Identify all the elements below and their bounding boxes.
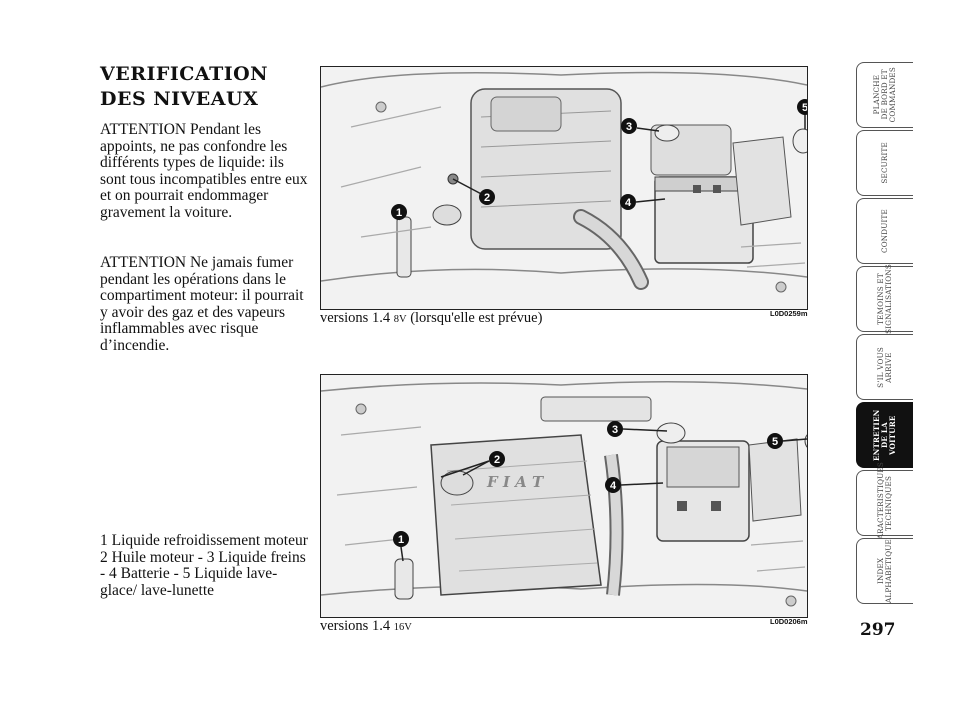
callout-3: 3 xyxy=(607,421,623,437)
svg-text:4: 4 xyxy=(610,480,617,492)
callout-5: 5 xyxy=(767,433,783,449)
warning-smoking: ATTENTION Ne jamais fumer pendant les op… xyxy=(100,254,304,354)
tab-index[interactable]: INDEX ALPHABETIQUE xyxy=(856,538,913,604)
figure-code-8v: L0D0259m xyxy=(770,309,808,318)
figure-caption-8v: versions 1.4 8V (lorsqu'elle est prévue) xyxy=(320,310,543,326)
svg-text:1: 1 xyxy=(396,207,402,219)
engine-drawing-8v: 1 2 3 4 5 xyxy=(321,67,807,309)
figure-code-16v: L0D0206m xyxy=(770,617,808,626)
svg-text:4: 4 xyxy=(625,197,632,209)
callout-1: 1 xyxy=(391,204,407,220)
callout-4: 4 xyxy=(605,477,621,493)
legend-text: 1 Liquide refroidissement moteur 2 Huile… xyxy=(100,532,308,599)
svg-text:1: 1 xyxy=(398,534,404,546)
svg-text:3: 3 xyxy=(626,121,632,133)
engine-logo: F I A T xyxy=(486,473,545,491)
callout-2: 2 xyxy=(479,189,495,205)
callout-5: 5 xyxy=(797,99,807,115)
svg-text:2: 2 xyxy=(484,192,490,204)
svg-text:5: 5 xyxy=(802,102,807,114)
svg-text:3: 3 xyxy=(612,424,618,436)
tab-temoins[interactable]: TEMOINS ET SIGNALISATIONS xyxy=(856,264,913,334)
tab-entretien[interactable]: ENTRETIEN DE LA VOITURE xyxy=(856,402,913,468)
tab-conduite[interactable]: CONDUITE xyxy=(856,198,913,264)
engine-drawing-16v: F I A T 1 2 3 4 5 xyxy=(321,375,807,617)
callout-3: 3 xyxy=(621,118,637,134)
title-line-1: VERIFICATION xyxy=(100,63,269,85)
tab-caracteristiques[interactable]: CARACTERISTIQUES TECHNIQUES xyxy=(856,462,913,544)
engine-figure-8v: 1 2 3 4 5 xyxy=(320,66,808,310)
warning-fluids: ATTENTION Pendant les appoints, ne pas c… xyxy=(100,121,308,221)
svg-text:2: 2 xyxy=(494,454,500,466)
tab-securite[interactable]: SECURITE xyxy=(856,130,913,196)
callout-1: 1 xyxy=(393,531,409,547)
title-line-2: DES NIVEAUX xyxy=(100,88,259,110)
tab-sil-vous-arrive[interactable]: S’IL VOUS ARRIVE xyxy=(856,334,913,400)
svg-text:5: 5 xyxy=(772,436,778,448)
figure-caption-16v: versions 1.4 16V xyxy=(320,618,412,634)
page-title: VERIFICATION DES NIVEAUX xyxy=(100,62,310,112)
callout-2: 2 xyxy=(489,451,505,467)
page-number: 297 xyxy=(860,620,896,640)
engine-figure-16v: F I A T 1 2 3 4 5 xyxy=(320,374,808,618)
callout-4: 4 xyxy=(620,194,636,210)
tab-planche-de-bord[interactable]: PLANCHE DE BORD ET COMMANDES xyxy=(856,62,913,128)
